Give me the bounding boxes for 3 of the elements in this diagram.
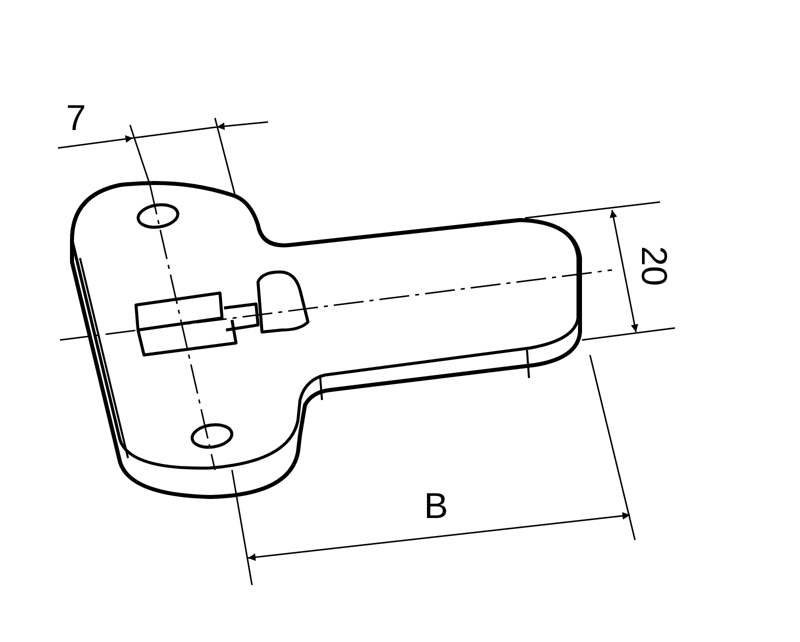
dimension-label: 7 xyxy=(66,100,86,136)
dimension-label: 20 xyxy=(636,246,672,286)
dimension-label: B xyxy=(424,488,448,524)
